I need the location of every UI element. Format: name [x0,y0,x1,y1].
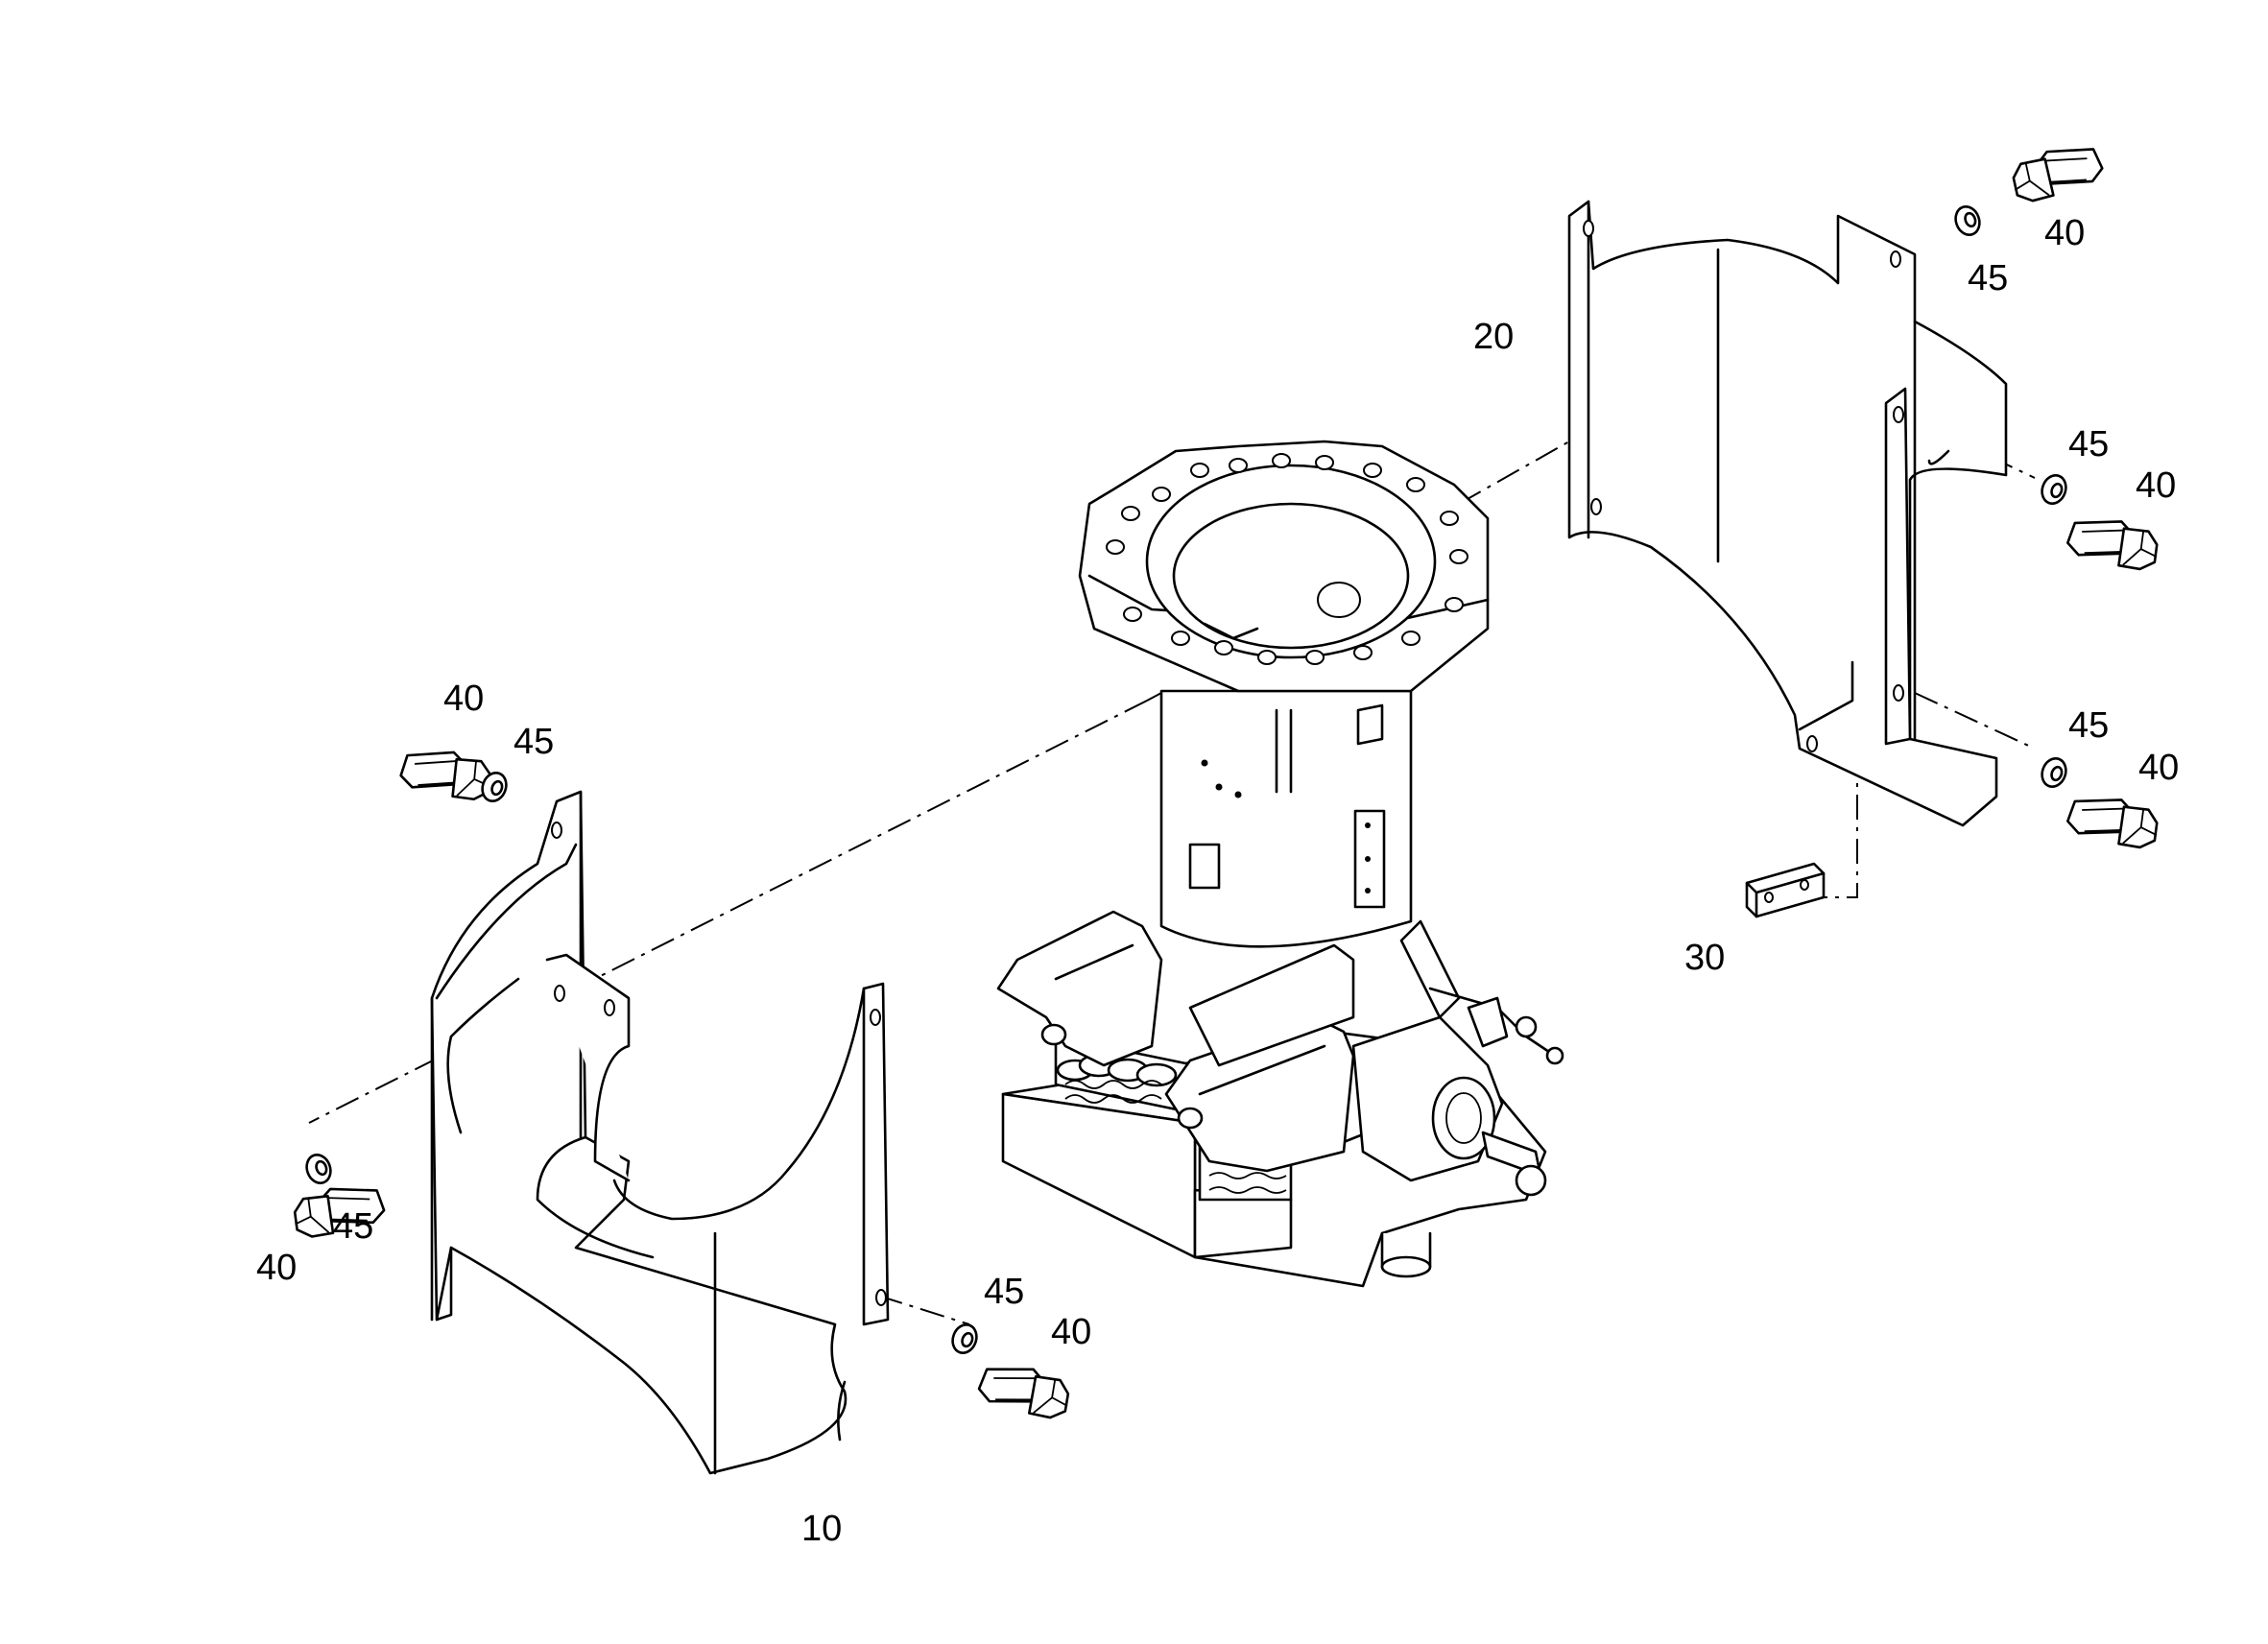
callout-45-top-right: 45 [1968,258,2008,298]
clamp-arm-left [996,910,1163,1067]
callout-45-mid-right: 45 [2068,424,2109,465]
cover-plate-20 [1567,200,2008,827]
callout-20: 20 [1473,317,1514,357]
callout-40-upper-left: 40 [443,679,484,719]
callout-40-lower-left: 40 [256,1248,297,1288]
washer-45-low-right [2037,753,2071,792]
base-front-face [1001,1092,1197,1259]
washer-45-lower-left [301,1150,336,1188]
flange-bolt-holes [1106,453,1468,665]
callout-10: 10 [801,1509,842,1549]
washer-45-top-right [1950,202,1985,240]
bolt-40-top-right [2004,131,2107,214]
washer-45-mid-right [2037,470,2071,509]
callout-45-bottom: 45 [984,1272,1024,1312]
cover-plate-10 [430,790,890,1475]
main-housing-assembly [996,440,1564,1288]
callout-40-low-right: 40 [2138,748,2179,788]
callout-40-top-right: 40 [2044,213,2085,253]
callout-45-upper-left: 45 [513,722,554,762]
callout-45-lower-left: 45 [333,1206,373,1247]
bolt-40-mid-right [2064,505,2165,582]
washer-45-bottom [947,1320,982,1358]
bolt-40-upper-left [396,737,498,812]
column-body [1159,689,1413,948]
callout-40-mid-right: 40 [2136,465,2176,506]
callout-45-low-right: 45 [2068,705,2109,746]
callout-30: 30 [1684,938,1725,978]
callout-labels: 10 20 30 40 45 45 40 45 40 40 45 45 40 4… [256,213,2179,1549]
bolt-40-bottom [974,1351,1077,1431]
strip-30 [1745,862,1826,918]
callout-40-bottom: 40 [1051,1312,1091,1352]
bolt-40-low-right [2064,783,2165,860]
